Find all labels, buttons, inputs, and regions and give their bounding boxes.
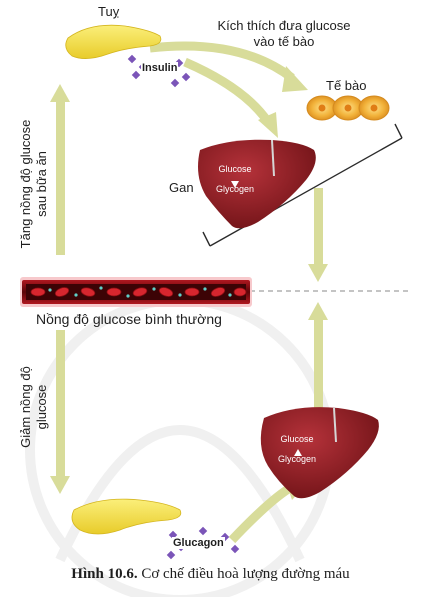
liver-top-icon: [198, 139, 316, 229]
liver-top-process: Glucose Glycogen: [212, 164, 258, 195]
arrow-right-up-head: [308, 302, 328, 320]
cells-label: Tế bào: [326, 78, 367, 93]
curved-arrows: [149, 41, 295, 544]
increase-glucose-line2: sau bữa ăn: [34, 151, 49, 217]
arrow-right-down-shaft: [314, 188, 323, 266]
arrows: [50, 84, 328, 494]
arrow-left-down-shaft: [56, 330, 65, 478]
liver-bottom-glucose: Glucose: [280, 434, 314, 444]
pancreas-bottom-icon: [71, 498, 182, 535]
arrow-to-liver-top: [183, 57, 272, 125]
decrease-glucose-line1: Giảm nồng độ: [18, 366, 33, 448]
liver-label: Gan: [169, 180, 194, 195]
arrow-to-liver-top-head: [258, 112, 278, 138]
stimulate-label: Kích thích đưa glucose vào tế bào: [196, 18, 372, 50]
liver-top-glucose: Glucose: [218, 164, 252, 174]
normal-glucose-label: Nồng độ glucose bình thường: [36, 311, 222, 327]
liver-bottom-glycogen: Glycogen: [277, 454, 317, 464]
red-blood-cells: [30, 287, 247, 297]
arrow-to-cells: [149, 41, 295, 82]
body-cells-icon: [306, 95, 390, 121]
blood-vessel-icon: [20, 277, 252, 307]
decrease-glucose-line2: glucose: [34, 384, 49, 430]
figure-caption: Hình 10.6. Cơ chế điều hoà lượng đường m…: [0, 566, 421, 583]
figure-number: Hình 10.6.: [71, 566, 138, 582]
liver-bottom-icon: [260, 407, 379, 499]
increase-glucose-line1: Tăng nồng độ glucose: [18, 119, 33, 249]
insulin-label: Insulin: [141, 62, 179, 74]
stimulate-label-line2: vào tế bào: [253, 34, 315, 49]
pancreas-top-icon: [65, 24, 162, 59]
arrow-to-cells-head: [282, 66, 308, 92]
liver-top-glycogen: Glycogen: [215, 184, 255, 194]
liver-bottom-process: Glucose Glycogen: [274, 434, 320, 465]
arrow-left-up-shaft: [56, 100, 65, 255]
pancreas-top-label: Tuỵ: [98, 4, 120, 19]
arrow-right-down-head: [308, 264, 328, 282]
glucose-particles: [48, 286, 232, 298]
glucagon-label: Glucagon: [172, 537, 225, 549]
arrow-to-liver-bottom: [228, 484, 293, 544]
increase-glucose-label: Tăng nồng độ glucose sau bữa ăn: [18, 99, 50, 269]
arrow-left-down-head: [50, 476, 70, 494]
stimulate-label-line1: Kích thích đưa glucose: [217, 18, 351, 33]
arrow-left-up-head: [50, 84, 70, 102]
arrow-right-up-shaft: [314, 318, 323, 410]
figure-caption-text: Cơ chế điều hoà lượng đường máu: [137, 566, 350, 582]
decrease-glucose-label: Giảm nồng độ glucose: [18, 362, 50, 452]
